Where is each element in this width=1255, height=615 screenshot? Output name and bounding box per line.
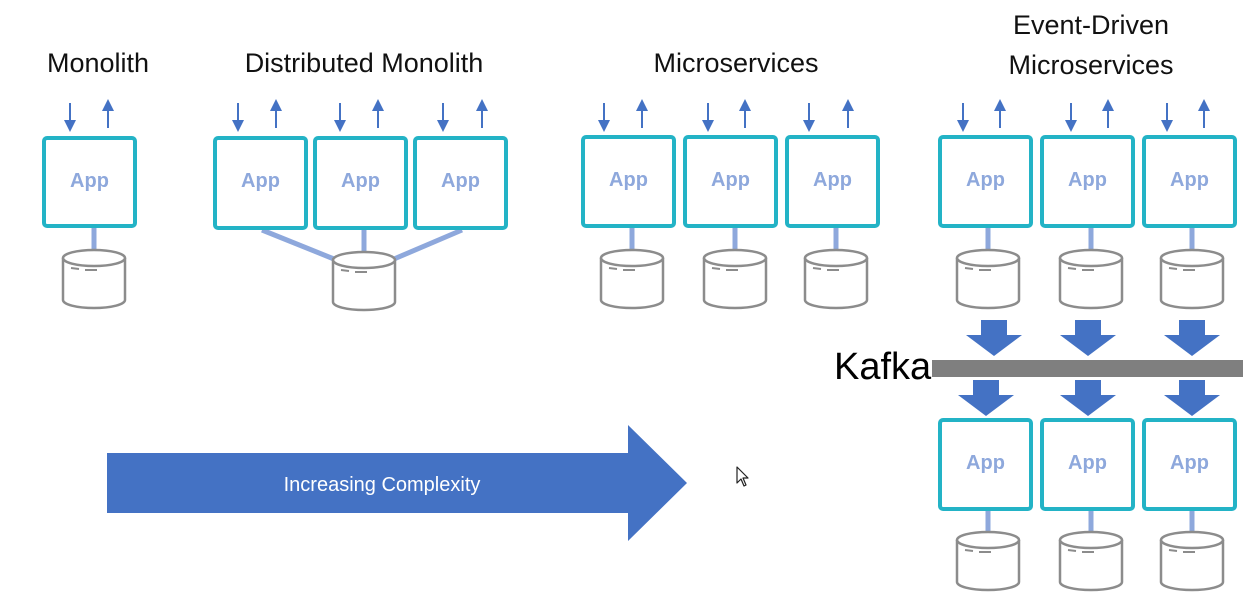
app-label: App: [1170, 169, 1209, 191]
app-label: App: [441, 170, 480, 192]
database-icon: [61, 248, 127, 310]
app-label: App: [609, 169, 648, 191]
flow-arrow-icon: [1164, 380, 1220, 416]
database-icon: [955, 248, 1021, 310]
event-driven-title-line2: Microservices: [1008, 50, 1174, 80]
event-driven-title-line1: Event-Driven: [1012, 10, 1170, 40]
flow-arrow-icon: [966, 320, 1022, 356]
database-icon: [331, 250, 397, 312]
distributed-monolith-title: Distributed Monolith: [244, 48, 484, 78]
database-icon: [955, 530, 1021, 592]
event-app-bottom-2: App: [1040, 418, 1135, 511]
complexity-arrow: [107, 425, 687, 541]
microservice-app-1: App: [581, 135, 676, 228]
flow-arrow-icon: [1164, 320, 1220, 356]
microservice-app-3: App: [785, 135, 880, 228]
monolith-app: App: [42, 136, 137, 228]
app-label: App: [1068, 452, 1107, 474]
distributed-app-2: App: [313, 136, 408, 230]
event-app-bottom-1: App: [938, 418, 1033, 511]
event-app-bottom-3: App: [1142, 418, 1237, 511]
app-label: App: [711, 169, 750, 191]
app-label: App: [813, 169, 852, 191]
app-label: App: [966, 169, 1005, 191]
cursor-icon: [736, 466, 749, 487]
database-icon: [702, 248, 768, 310]
increasing-complexity-label: Increasing Complexity: [283, 474, 481, 496]
flow-arrow-icon: [1060, 320, 1116, 356]
app-label: App: [70, 170, 109, 192]
connector-line: [393, 227, 463, 262]
event-app-top-2: App: [1040, 135, 1135, 228]
database-icon: [1058, 530, 1124, 592]
app-label: App: [1170, 452, 1209, 474]
database-icon: [599, 248, 665, 310]
distributed-app-3: App: [413, 136, 508, 230]
database-icon: [1159, 530, 1225, 592]
microservice-app-2: App: [683, 135, 778, 228]
app-label: App: [341, 170, 380, 192]
distributed-app-1: App: [213, 136, 308, 230]
flow-arrow-icon: [1060, 380, 1116, 416]
database-icon: [1058, 248, 1124, 310]
event-app-top-3: App: [1142, 135, 1237, 228]
monolith-title: Monolith: [46, 48, 150, 78]
app-label: App: [1068, 169, 1107, 191]
connector-line: [261, 227, 335, 262]
database-icon: [803, 248, 869, 310]
app-label: App: [966, 452, 1005, 474]
app-label: App: [241, 170, 280, 192]
microservices-title: Microservices: [653, 48, 819, 78]
flow-arrow-icon: [958, 380, 1014, 416]
kafka-bar: [932, 360, 1243, 377]
kafka-label: Kafka: [834, 346, 932, 388]
event-app-top-1: App: [938, 135, 1033, 228]
database-icon: [1159, 248, 1225, 310]
